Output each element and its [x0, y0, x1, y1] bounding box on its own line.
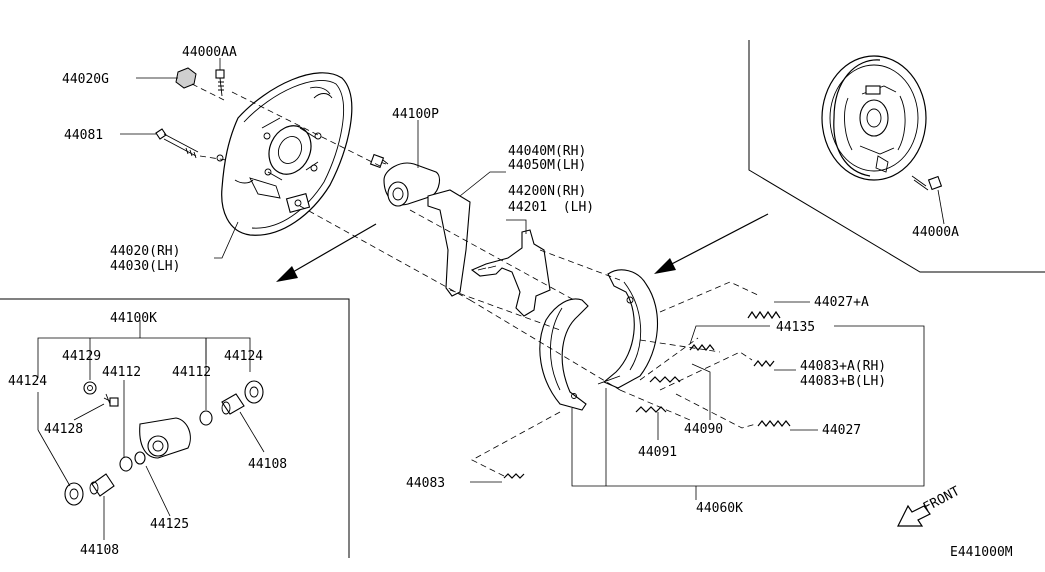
label-44020-rh: 44020(RH): [110, 244, 180, 259]
wheel-cylinder-kit-frame: [0, 298, 350, 558]
kit-part-44129: [83, 381, 97, 395]
diagram-code: E441000M: [950, 545, 1013, 560]
label-44108-bottom: 44108: [80, 543, 119, 558]
kit-part-44108-bottom: [89, 473, 115, 497]
kit-part-44108-right: [221, 393, 245, 415]
cap-44020G: [175, 67, 197, 89]
lever-44040M: [427, 189, 471, 297]
spring-44027A: [747, 310, 781, 320]
strut-44200N: [470, 229, 551, 317]
label-44124-left: 44124: [8, 374, 47, 389]
label-44124-right: 44124: [224, 349, 263, 364]
label-44112-left: 44112: [102, 365, 141, 380]
assembly-arrow-left: [276, 223, 377, 282]
label-44020G: 44020G: [62, 72, 109, 87]
front-label: FRONT: [921, 484, 963, 516]
spring-44091: [635, 406, 667, 413]
label-44100K: 44100K: [110, 311, 157, 326]
brake-shoe-rear: [597, 269, 659, 389]
label-44050M-lh: 44050M(LH): [508, 158, 586, 173]
bolt-44081: [155, 128, 224, 162]
assembled-brake-inset: [821, 55, 943, 191]
label-44108-right: 44108: [248, 457, 287, 472]
kit-part-44124-left: [64, 482, 84, 506]
label-44081: 44081: [64, 128, 103, 143]
wheel-cylinder-44100P: [369, 153, 441, 207]
label-44027A: 44027+A: [814, 295, 869, 310]
bolt-44000AA: [215, 69, 225, 97]
label-44060K: 44060K: [696, 501, 743, 516]
assembly-arrow-right: [654, 213, 769, 274]
spring-44135: [689, 344, 715, 351]
backing-plate: [221, 72, 353, 236]
label-44000AA: 44000AA: [182, 45, 237, 60]
label-44201-lh: 44201 (LH): [508, 200, 594, 215]
spring-44083AB: [753, 360, 775, 367]
label-44091: 44091: [638, 445, 677, 460]
label-44040M-rh: 44040M(RH): [508, 144, 586, 159]
label-44090: 44090: [684, 422, 723, 437]
part-labels: 44000AA 44020G 44081 44020(RH) 44030(LH)…: [8, 45, 1013, 560]
label-44129: 44129: [62, 349, 101, 364]
label-44027: 44027: [822, 423, 861, 438]
kit-part-44125: [134, 451, 146, 465]
label-44030-lh: 44030(LH): [110, 259, 180, 274]
label-44128: 44128: [44, 422, 83, 437]
label-44200N-rh: 44200N(RH): [508, 184, 586, 199]
assembly-inset-frame: [748, 40, 1045, 273]
brake-shoe-front: [539, 298, 589, 411]
kit-part-44124-right: [244, 380, 264, 404]
dashed-assembly-lines: [191, 83, 761, 477]
kit-part-44112-left: [119, 456, 133, 472]
kit-part-44128: [103, 393, 119, 407]
label-44083: 44083: [406, 476, 445, 491]
label-44083B-lh: 44083+B(LH): [800, 374, 886, 389]
front-arrow-icon: [897, 504, 931, 527]
leader-lines: [37, 58, 945, 540]
spring-44027: [757, 420, 791, 427]
label-44112-right: 44112: [172, 365, 211, 380]
kit-cylinder-body: [139, 417, 191, 459]
label-44135: 44135: [776, 320, 815, 335]
kit-part-44112-right: [199, 410, 213, 426]
label-44000A: 44000A: [912, 225, 959, 240]
spring-44090: [649, 376, 681, 383]
label-44083A-rh: 44083+A(RH): [800, 359, 886, 374]
spring-44083: [503, 473, 525, 479]
label-44100P: 44100P: [392, 107, 439, 122]
label-44125: 44125: [150, 517, 189, 532]
